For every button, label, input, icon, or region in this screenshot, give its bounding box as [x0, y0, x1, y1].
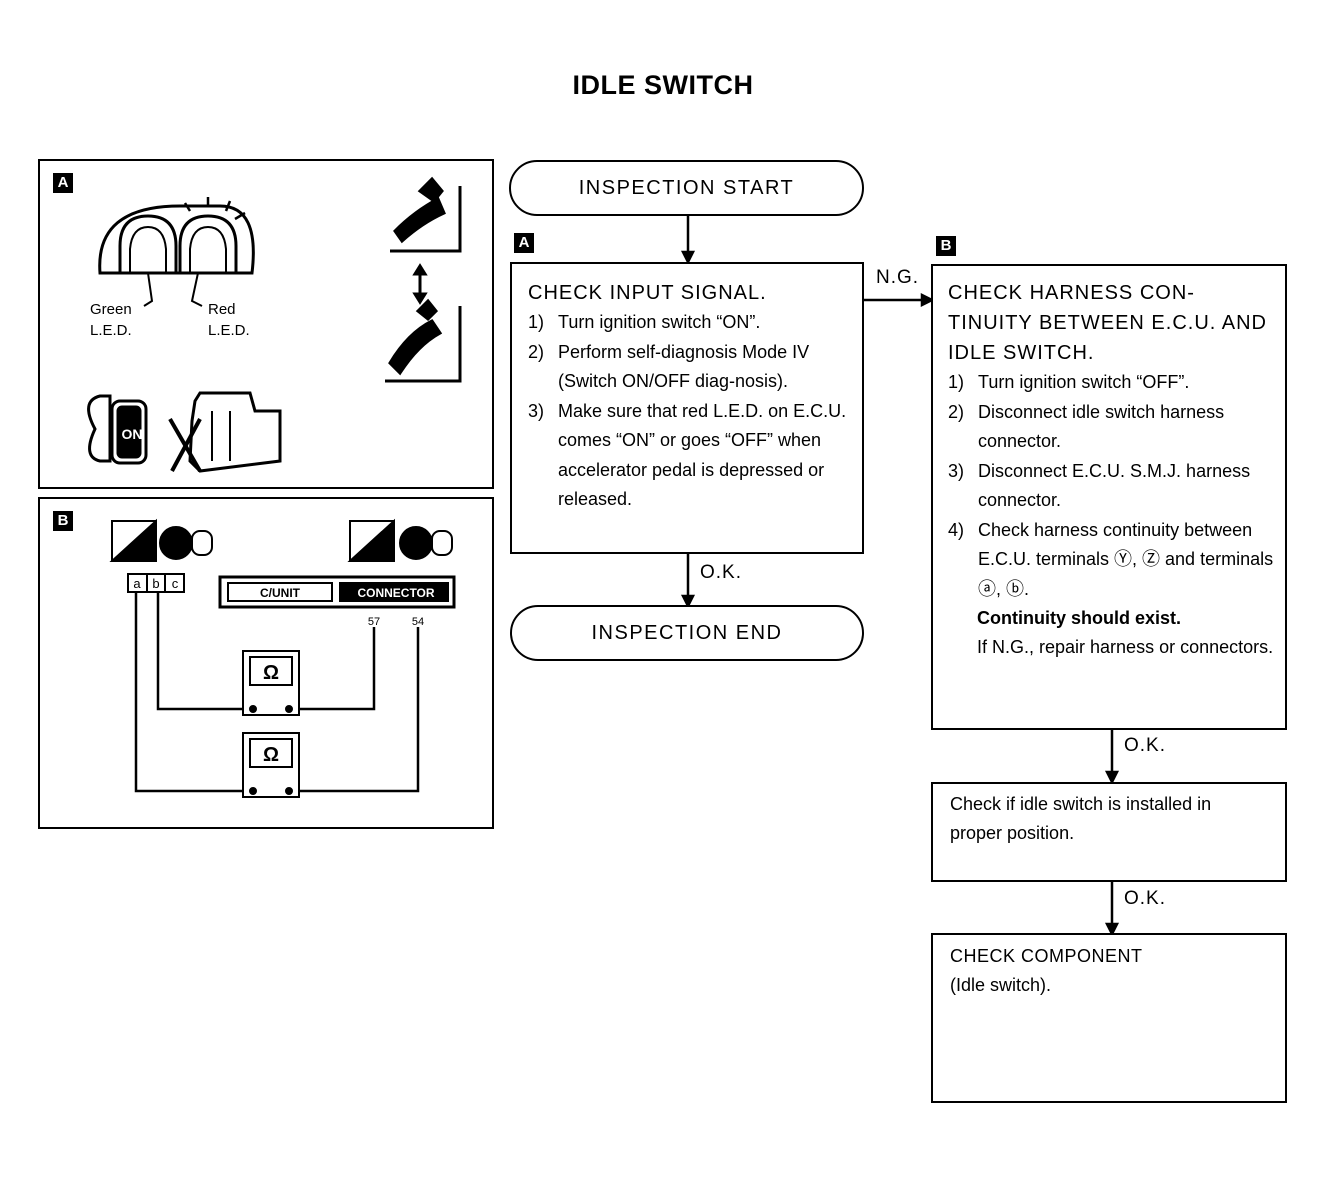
step-text: Perform self-diagnosis Mode IV (Switch O… — [558, 341, 810, 392]
box-b-emphasis: Continuity should exist. — [977, 608, 1182, 628]
step-text: Disconnect E.C.U. S.M.J. harness connect… — [978, 460, 1251, 511]
step-number: 4) — [948, 519, 965, 540]
step-item: 3) Disconnect E.C.U. S.M.J. harness conne… — [948, 457, 1277, 516]
step-text: Make sure that red L.E.D. on E.C.U. come… — [558, 400, 847, 510]
illustration-panel-b: B a b c C/UNI — [38, 497, 494, 829]
step-item: 1) Turn ignition switch “OFF”. — [948, 368, 1277, 398]
disconnect-connector-icon — [159, 526, 213, 560]
box-b-heading: CHECK HARNESS CON-TINUITY BETWEEN E.C.U.… — [948, 282, 1267, 364]
step-text: Disconnect idle switch harness connector… — [978, 401, 1225, 452]
step-item: 2) Perform self-diagnosis Mode IV (Switch… — [528, 338, 852, 397]
check-input-signal-box: CHECK INPUT SIGNAL. 1) Turn ignition swit… — [510, 262, 864, 554]
step-number: 1) — [528, 312, 545, 332]
accelerator-pedal-released-icon — [390, 176, 462, 253]
pin-b-label: b — [152, 576, 159, 591]
check-installation-box: Check if idle switch is installed in pro… — [931, 782, 1287, 882]
ohm-symbol-1: Ω — [263, 662, 279, 684]
ok-label-a: O.K. — [700, 562, 743, 583]
ignition-key-icon — [87, 394, 148, 465]
engine-stopped-icon — [168, 391, 282, 473]
pin-a-label: a — [133, 576, 141, 591]
green-led-sublabel: L.E.D. — [90, 322, 132, 339]
panel-b-drawing: a b c C/UNIT CONNECTOR 57 54 — [109, 518, 456, 798]
inspection-start-label: INSPECTION START — [578, 177, 795, 199]
box-d-heading: CHECK COMPONENT — [950, 946, 1143, 966]
illustration-panel-a: A ON — [38, 159, 494, 489]
test-leads — [134, 592, 420, 793]
step-item: 1) Turn ignition switch “ON”. — [528, 308, 852, 338]
key-on-text: ON — [122, 426, 143, 442]
ohmmeter-icon-1 — [242, 650, 300, 716]
step-item: 3) Make sure that red L.E.D. on E.C.U. co… — [528, 397, 852, 515]
panel-a-tag: A — [53, 173, 73, 193]
red-led-label: Red — [208, 301, 236, 318]
check-component-box: CHECK COMPONENT (Idle switch). — [931, 933, 1287, 1103]
panel-a-drawing: ON — [87, 176, 462, 473]
disconnect-connector-icon-2 — [399, 526, 453, 560]
ok-label-c: O.K. — [1124, 888, 1167, 909]
step-text: Turn ignition switch “OFF”. — [978, 372, 1190, 392]
box-b-tag: B — [936, 236, 956, 256]
panel-b-tag: B — [53, 511, 73, 531]
step-item: 4) Check harness continuity between E.C.U… — [948, 516, 1277, 605]
step-item: 2) Disconnect idle switch harness connect… — [948, 398, 1277, 457]
terminal-54-label: 54 — [412, 616, 424, 628]
pedal-direction-arrow-icon — [412, 263, 428, 305]
step-text: Check harness continuity between E.C.U. … — [978, 519, 1274, 599]
box-a-tag: A — [514, 233, 534, 253]
accelerator-pedal-depressed-icon — [385, 298, 462, 383]
terminal-57-label: 57 — [368, 616, 380, 628]
step-number: 3) — [948, 460, 965, 481]
box-a-heading: CHECK INPUT SIGNAL. — [528, 282, 767, 304]
box-d-text: (Idle switch). — [950, 975, 1052, 995]
idle-switch-connector-icon — [127, 573, 185, 593]
ng-label: N.G. — [876, 267, 920, 288]
box-c-text: Check if idle switch is installed in pro… — [950, 794, 1212, 843]
step-number: 1) — [948, 372, 965, 392]
step-number: 3) — [528, 400, 545, 421]
step-number: 2) — [948, 401, 965, 422]
step-number: 2) — [528, 341, 545, 362]
red-led-sublabel: L.E.D. — [208, 322, 250, 339]
pin-c-label: c — [172, 576, 179, 591]
key-off-icon — [109, 518, 157, 562]
connector-label: CONNECTOR — [357, 586, 434, 600]
ohm-symbol-2: Ω — [263, 744, 279, 766]
inspection-end-label: INSPECTION END — [591, 622, 783, 644]
box-b-remark: If N.G., repair harness or connectors. — [977, 637, 1274, 657]
led-housing-icon — [98, 197, 255, 307]
ohmmeter-icon-2 — [242, 732, 300, 798]
green-led-label: Green — [90, 301, 132, 318]
inspection-end-terminal: INSPECTION END — [510, 605, 864, 661]
cunit-label: C/UNIT — [260, 586, 301, 600]
key-off-icon-2 — [347, 518, 395, 562]
step-text: Turn ignition switch “ON”. — [558, 312, 761, 332]
box-a-steps: 1) Turn ignition switch “ON”. 2) Perform se… — [528, 308, 852, 515]
ok-label-b: O.K. — [1124, 735, 1167, 756]
box-b-steps: 1) Turn ignition switch “OFF”. 2) Disconnec… — [948, 368, 1277, 604]
check-harness-continuity-box: CHECK HARNESS CON-TINUITY BETWEEN E.C.U.… — [931, 264, 1287, 730]
inspection-start-terminal: INSPECTION START — [509, 160, 864, 216]
page-title: IDLE SWITCH — [572, 70, 754, 100]
ecu-connector-icon — [218, 575, 456, 609]
